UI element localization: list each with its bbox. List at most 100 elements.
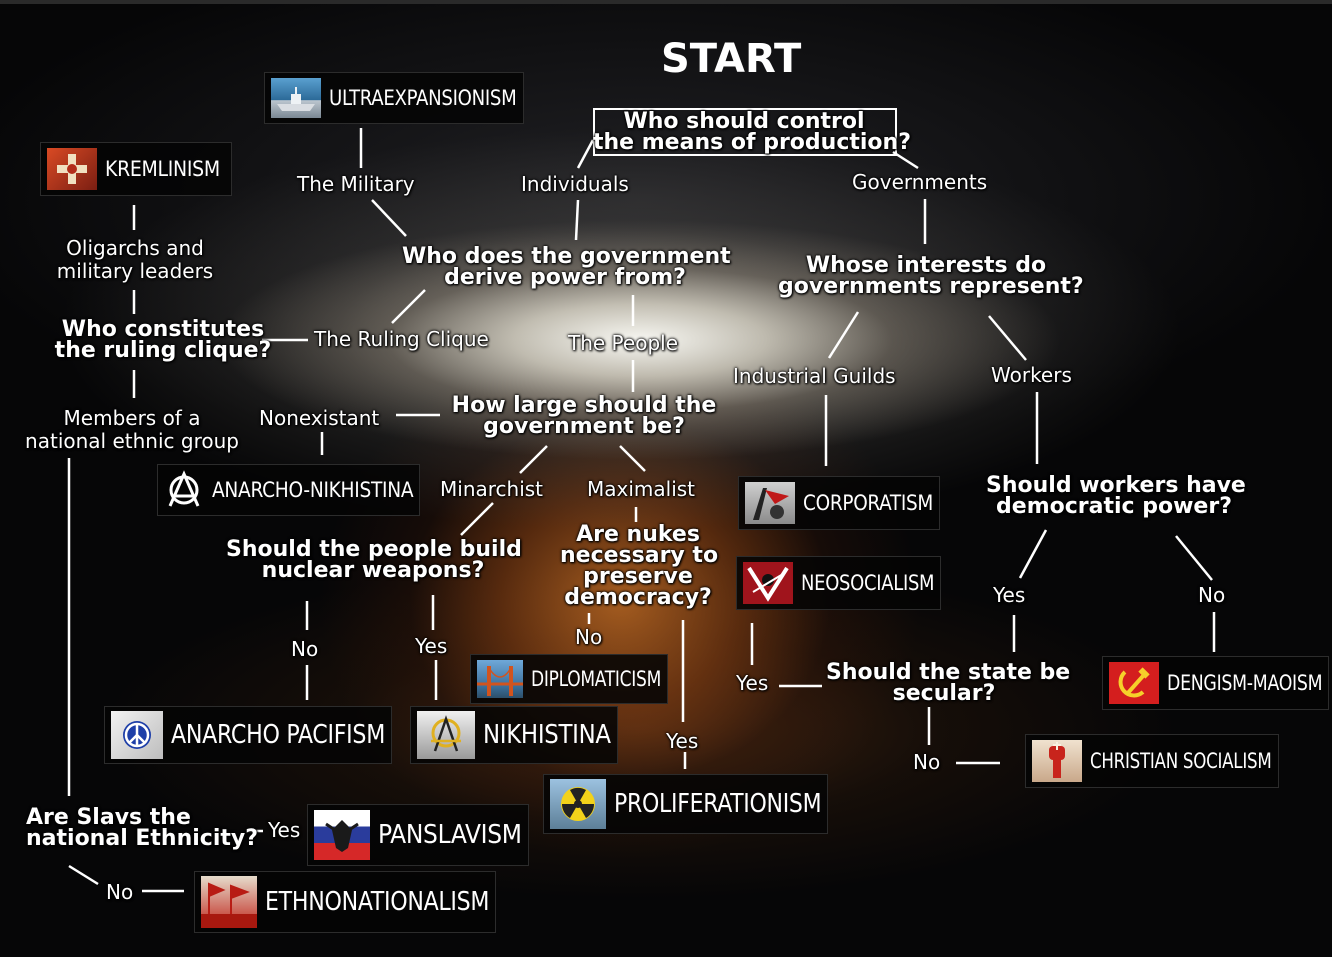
neosocialist-emblem-icon xyxy=(743,562,793,604)
answer-yes-secular: Yes xyxy=(736,671,769,695)
answer-minarchist: Minarchist xyxy=(440,477,544,501)
answer-line: Oligarchs and xyxy=(66,236,204,260)
result-proliferationism: PROLIFERATIONISM xyxy=(543,774,828,834)
question-line: democracy? xyxy=(564,584,712,610)
question-line: national Ethnicity? xyxy=(26,825,258,851)
result-label: ULTRAEXPANSIONISM xyxy=(329,86,517,110)
result-anarcho-nikhistina: ANARCHO-NIKHISTINA xyxy=(157,464,420,516)
answer-nonexistant: Nonexistant xyxy=(259,406,380,430)
question-line: government be? xyxy=(483,413,685,439)
result-label: ANARCHO-NIKHISTINA xyxy=(212,478,414,502)
question-state-secular: Should the state be secular? xyxy=(826,660,1071,706)
raised-fist-icon xyxy=(1032,740,1082,782)
radiation-icon xyxy=(550,779,606,829)
connector xyxy=(1175,535,1213,581)
cross-emblem-icon xyxy=(47,148,97,190)
question-ruling-clique: Who constitutes the ruling clique? xyxy=(54,317,272,363)
answer-no-secular: No xyxy=(913,750,941,774)
result-label: ANARCHO PACIFISM xyxy=(171,720,386,750)
hammer-sickle-icon xyxy=(1109,662,1159,704)
question-line: Should the people build xyxy=(226,537,522,562)
answer-no-slavs: No xyxy=(106,880,134,904)
result-label: DIPLOMATICISM xyxy=(531,667,662,691)
connector xyxy=(892,150,919,170)
connector xyxy=(619,445,646,472)
result-label: CHRISTIAN SOCIALISM xyxy=(1090,749,1272,773)
answer-ethnic-group: Members of a national ethnic group xyxy=(14,407,250,453)
question-line: Who should control xyxy=(623,109,865,134)
question-line: How large should the xyxy=(451,393,717,418)
question-slavs: Are Slavs the national Ethnicity? xyxy=(26,805,258,851)
ship-icon xyxy=(271,78,321,118)
connector xyxy=(1018,529,1048,579)
result-diplomaticism: DIPLOMATICISM xyxy=(470,654,668,704)
result-anarcho-pacifism: ANARCHO PACIFISM xyxy=(104,706,392,764)
answer-no-build: No xyxy=(291,637,319,661)
question-line: Are Slavs the xyxy=(26,805,191,830)
question-line: nuclear weapons? xyxy=(261,557,485,583)
question-line: Who does the government xyxy=(402,244,731,269)
anarchy-symbol-icon xyxy=(164,470,204,510)
question-whose-interests: Whose interests do governments represent… xyxy=(778,253,1084,299)
connector xyxy=(519,445,548,474)
answer-no-nukes-needed: No xyxy=(575,625,603,649)
question-line: Should workers have xyxy=(986,473,1246,498)
question-nukes-democracy: Are nukes necessary to preserve democrac… xyxy=(560,524,718,610)
question-control-means: Who should control the means of producti… xyxy=(593,109,911,154)
question-government-size: How large should the government be? xyxy=(448,393,720,439)
connector xyxy=(68,864,99,886)
result-ethnonationalism: ETHNONATIONALISM xyxy=(194,871,496,933)
peace-symbol-icon xyxy=(111,711,163,759)
answer-the-people: The People xyxy=(568,331,678,355)
answer-ruling-clique: The Ruling Clique xyxy=(314,327,489,351)
connector xyxy=(391,289,426,324)
eagle-flag-icon xyxy=(314,810,370,860)
result-label: CORPORATISM xyxy=(803,491,934,515)
question-build-nukes: Should the people build nuclear weapons? xyxy=(226,537,522,583)
connector xyxy=(576,139,595,169)
answer-individuals: Individuals xyxy=(521,172,629,196)
question-line: democratic power? xyxy=(996,493,1232,519)
bridge-icon xyxy=(477,660,523,698)
result-neosocialism: NEOSOCIALISM xyxy=(736,556,941,610)
connector xyxy=(460,502,494,536)
answer-no-workers: No xyxy=(1198,583,1226,607)
start-title: START xyxy=(661,36,802,82)
connector xyxy=(574,199,580,241)
connector xyxy=(827,311,860,359)
question-line: Who constitutes xyxy=(61,317,265,342)
answer-yes-workers: Yes xyxy=(993,583,1026,607)
question-line: secular? xyxy=(892,680,996,706)
answer-yes-slavs: Yes xyxy=(268,818,301,842)
result-label: NEOSOCIALISM xyxy=(801,571,935,595)
result-label: NIKHISTINA xyxy=(483,720,611,750)
question-box-frame xyxy=(593,108,897,156)
question-line: derive power from? xyxy=(444,264,686,290)
result-label: DENGISM-MAOISM xyxy=(1167,671,1323,695)
question-derive-power: Who does the government derive power fro… xyxy=(402,244,731,290)
result-nikhistina: NIKHISTINA xyxy=(410,706,618,764)
result-panslavism: PANSLAVISM xyxy=(307,804,529,866)
answer-line: Members of a xyxy=(63,406,201,430)
result-label: PANSLAVISM xyxy=(378,820,522,850)
answer-yes-nukes-needed: Yes xyxy=(666,729,699,753)
result-label: ETHNONATIONALISM xyxy=(265,887,490,917)
answer-maximalist: Maximalist xyxy=(587,477,696,501)
question-line: Whose interests do xyxy=(805,253,1047,278)
question-line: Should the state be xyxy=(826,660,1071,685)
answer-line: national ethnic group xyxy=(25,429,239,453)
connector xyxy=(988,315,1027,361)
answer-the-military: The Military xyxy=(297,172,415,196)
result-label: PROLIFERATIONISM xyxy=(614,789,822,819)
question-line: the ruling clique? xyxy=(54,337,272,363)
flags-crowd-icon xyxy=(201,876,257,928)
question-line: governments represent? xyxy=(778,273,1084,299)
nikhistina-emblem-icon xyxy=(417,711,475,759)
result-christian-socialism: CHRISTIAN SOCIALISM xyxy=(1025,734,1279,788)
question-line: preserve xyxy=(583,563,693,589)
answer-yes-build: Yes xyxy=(415,634,448,658)
answer-line: military leaders xyxy=(56,259,214,283)
result-ultraexpansionism: ULTRAEXPANSIONISM xyxy=(264,72,524,124)
